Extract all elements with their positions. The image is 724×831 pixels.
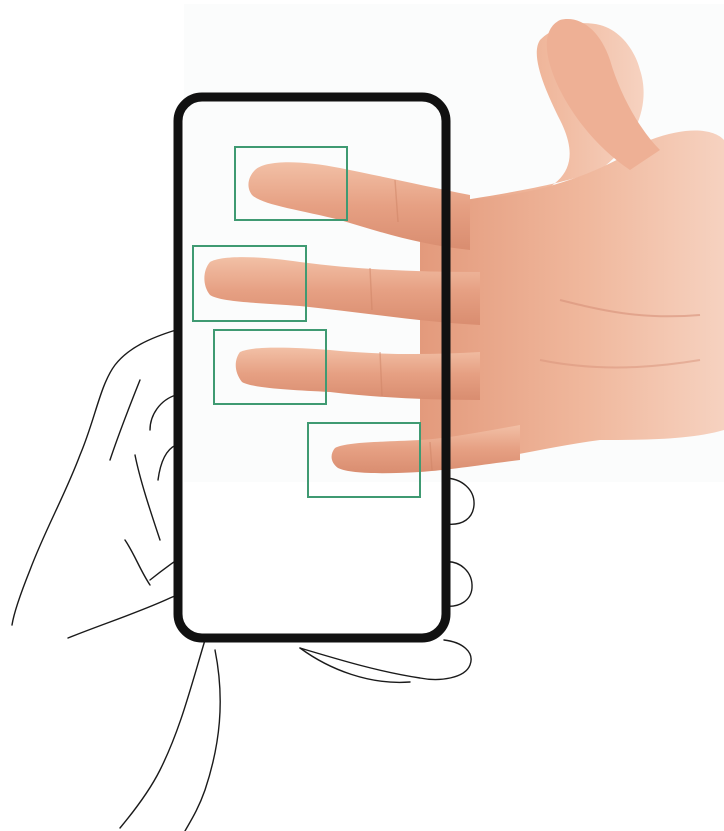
holding-hand-outline-left xyxy=(12,330,176,625)
phone-screen xyxy=(180,482,444,635)
